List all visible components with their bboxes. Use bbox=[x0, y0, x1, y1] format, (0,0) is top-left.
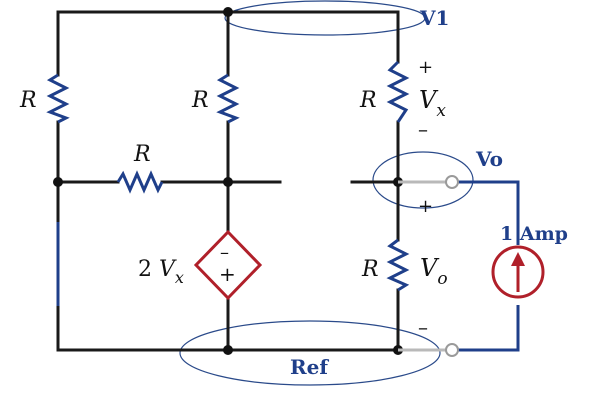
r-middle-label: R bbox=[191, 88, 209, 113]
dependent-voltage-source bbox=[193, 229, 263, 301]
r-bottom-right-label: R bbox=[361, 257, 379, 282]
resistor-middle bbox=[216, 73, 240, 124]
resistor-horizontal bbox=[116, 170, 164, 194]
resistor-bottom-right bbox=[386, 238, 410, 292]
r-horizontal-label: R bbox=[133, 142, 151, 167]
vx-minus-sign: – bbox=[418, 117, 428, 141]
source-top-wire bbox=[458, 180, 520, 245]
ref-ellipse bbox=[179, 320, 441, 386]
resistor-top-right bbox=[386, 60, 410, 123]
top-wire bbox=[56, 10, 400, 64]
node-left bbox=[53, 177, 63, 187]
dep-plus-sign: + bbox=[219, 262, 236, 286]
ref-terminal bbox=[445, 343, 459, 357]
node-middle bbox=[223, 177, 233, 187]
vx-label: Vx bbox=[419, 86, 446, 121]
node-ref-middle bbox=[223, 345, 233, 355]
vo-minus-sign: – bbox=[418, 315, 428, 339]
resistor-left bbox=[46, 73, 70, 124]
vo-label: Vo bbox=[420, 254, 448, 289]
bottom-wire bbox=[56, 304, 400, 352]
vo-plus-sign: + bbox=[418, 196, 433, 217]
r-left-label: R bbox=[19, 88, 37, 113]
r-top-right-label: R bbox=[359, 88, 377, 113]
node-top bbox=[223, 7, 233, 17]
vx-plus-sign: + bbox=[418, 57, 433, 78]
vo-ellipse bbox=[372, 151, 474, 209]
current-source-annotation: 1 Amp bbox=[500, 223, 568, 245]
dep-minus-sign: – bbox=[220, 242, 229, 263]
source-bottom-wire bbox=[458, 305, 520, 352]
dep-source-label: 2 Vx bbox=[138, 257, 184, 287]
v1-annotation: V1 bbox=[419, 6, 449, 30]
ref-annotation: Ref bbox=[290, 355, 329, 379]
vo-annotation: Vo bbox=[475, 147, 503, 171]
vo-terminal bbox=[445, 175, 459, 189]
arrow-up-icon bbox=[511, 252, 525, 266]
v1-ellipse bbox=[224, 0, 426, 36]
